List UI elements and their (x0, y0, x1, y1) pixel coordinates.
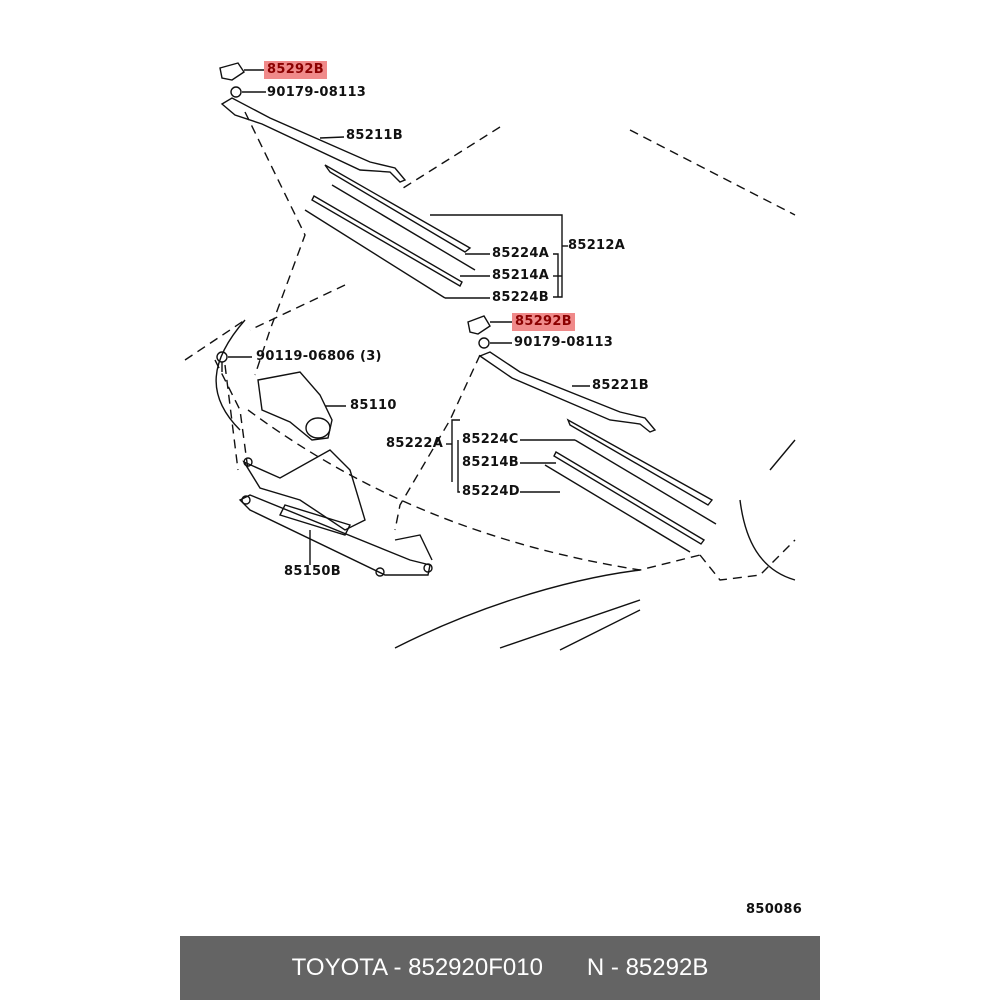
part-label-blade-left[interactable]: 85212A (568, 238, 626, 253)
part-label-insert-c[interactable]: 85224C (462, 432, 519, 447)
part-label-link[interactable]: 85150B (284, 564, 341, 579)
part-label-insert-d[interactable]: 85224D (462, 484, 520, 499)
part-label-insert-b[interactable]: 85224B (492, 290, 549, 305)
part-label-bolt[interactable]: 90119-06806 (3) (256, 349, 382, 364)
part-label-85292b-top[interactable]: 85292B (264, 61, 327, 79)
part-label-85292b-right[interactable]: 85292B (512, 313, 575, 331)
part-info-footer: TOYOTA - 852920F010 N - 85292B (180, 936, 820, 1000)
reference-number: N - 85292B (586, 954, 709, 981)
part-label-rubber-a[interactable]: 85214A (492, 268, 550, 283)
part-label-rubber-b[interactable]: 85214B (462, 455, 519, 470)
motor-shape (257, 371, 333, 441)
part-label-motor[interactable]: 85110 (350, 398, 397, 413)
part-label-insert-a[interactable]: 85224A (492, 246, 550, 261)
cap-top-shape (219, 62, 245, 81)
part-label-nut-right[interactable]: 90179-08113 (514, 335, 614, 350)
part-label-nut-top[interactable]: 90179-08113 (267, 85, 367, 100)
brand-part-number: TOYOTA - 852920F010 (291, 954, 543, 981)
diagram-code: 850086 (746, 902, 803, 917)
part-label-arm-left[interactable]: 85211B (346, 128, 403, 143)
part-label-blade-right[interactable]: 85222A (386, 436, 444, 451)
part-label-arm-right[interactable]: 85221B (592, 378, 649, 393)
